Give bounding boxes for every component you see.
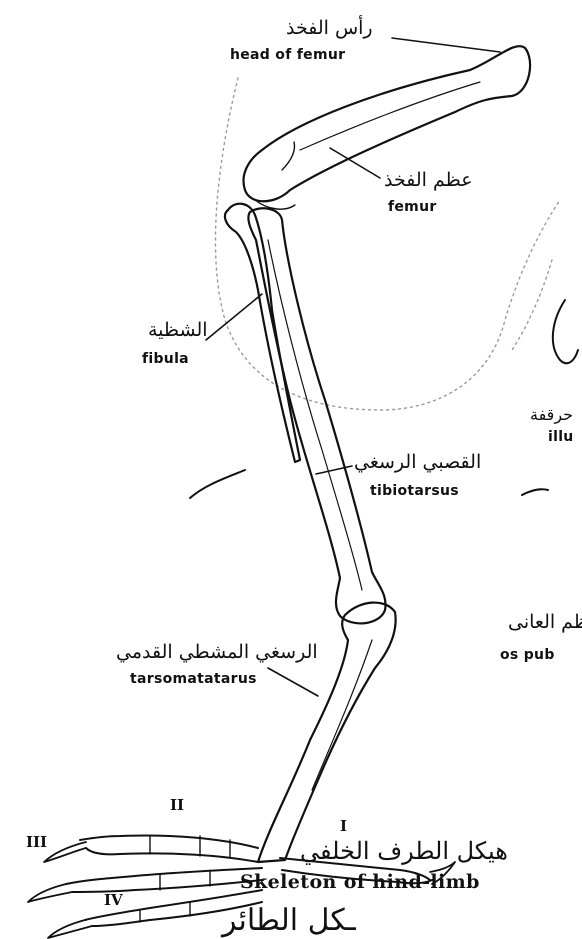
label-ilium-ar: حرقفة [530, 406, 573, 424]
caption-english: Skeleton of hind-limb [240, 872, 480, 893]
toe-III [80, 836, 258, 863]
leader-tarsometatarsus [268, 668, 318, 696]
pelvis-edge [512, 260, 552, 350]
ischium-fragment [190, 470, 245, 498]
label-head-of-femur-en: head of femur [230, 48, 345, 63]
leader-head-of-femur [392, 38, 500, 52]
claw-IV [48, 920, 92, 938]
pelvis-outline [215, 78, 560, 410]
label-femur-ar: عظم الفخذ [384, 170, 473, 191]
caption-arabic-partial: ـكل الطائر [222, 904, 356, 937]
label-os-pubis-ar: عظم العانى [508, 612, 582, 633]
label-femur-en: femur [388, 200, 437, 215]
label-fibula-en: fibula [142, 352, 189, 367]
pubis-fragment [522, 489, 548, 495]
leader-fibula [206, 294, 262, 340]
toe-label-IV: IV [104, 892, 123, 909]
label-head-of-femur-ar: رأس الفخذ [286, 18, 373, 39]
label-tarsometatarsus-en: tarsomatatarus [130, 672, 257, 687]
ilium-fragment [553, 300, 578, 363]
label-os-pubis-en: os pub [500, 648, 555, 663]
tibiotarsus-bone [248, 208, 385, 623]
label-tibiotarsus-ar: القصبي الرسغي [354, 452, 481, 473]
claw-III [44, 842, 86, 862]
caption-arabic: هيكل الطرف الخلفي [300, 838, 508, 864]
toe-label-I: I [340, 818, 347, 835]
toe-label-II: II [170, 797, 184, 814]
toe-IV-upper [66, 868, 262, 892]
label-tibiotarsus-en: tibiotarsus [370, 484, 459, 499]
label-tarsometatarsus-ar: الرسغي المشطي القدمي [116, 642, 318, 663]
label-ilium-en: illu [548, 430, 574, 445]
leader-femur [330, 148, 380, 178]
label-fibula-ar: الشظية [148, 320, 208, 341]
claw-IV-upper [28, 884, 72, 902]
toe-label-III: III [26, 834, 47, 851]
